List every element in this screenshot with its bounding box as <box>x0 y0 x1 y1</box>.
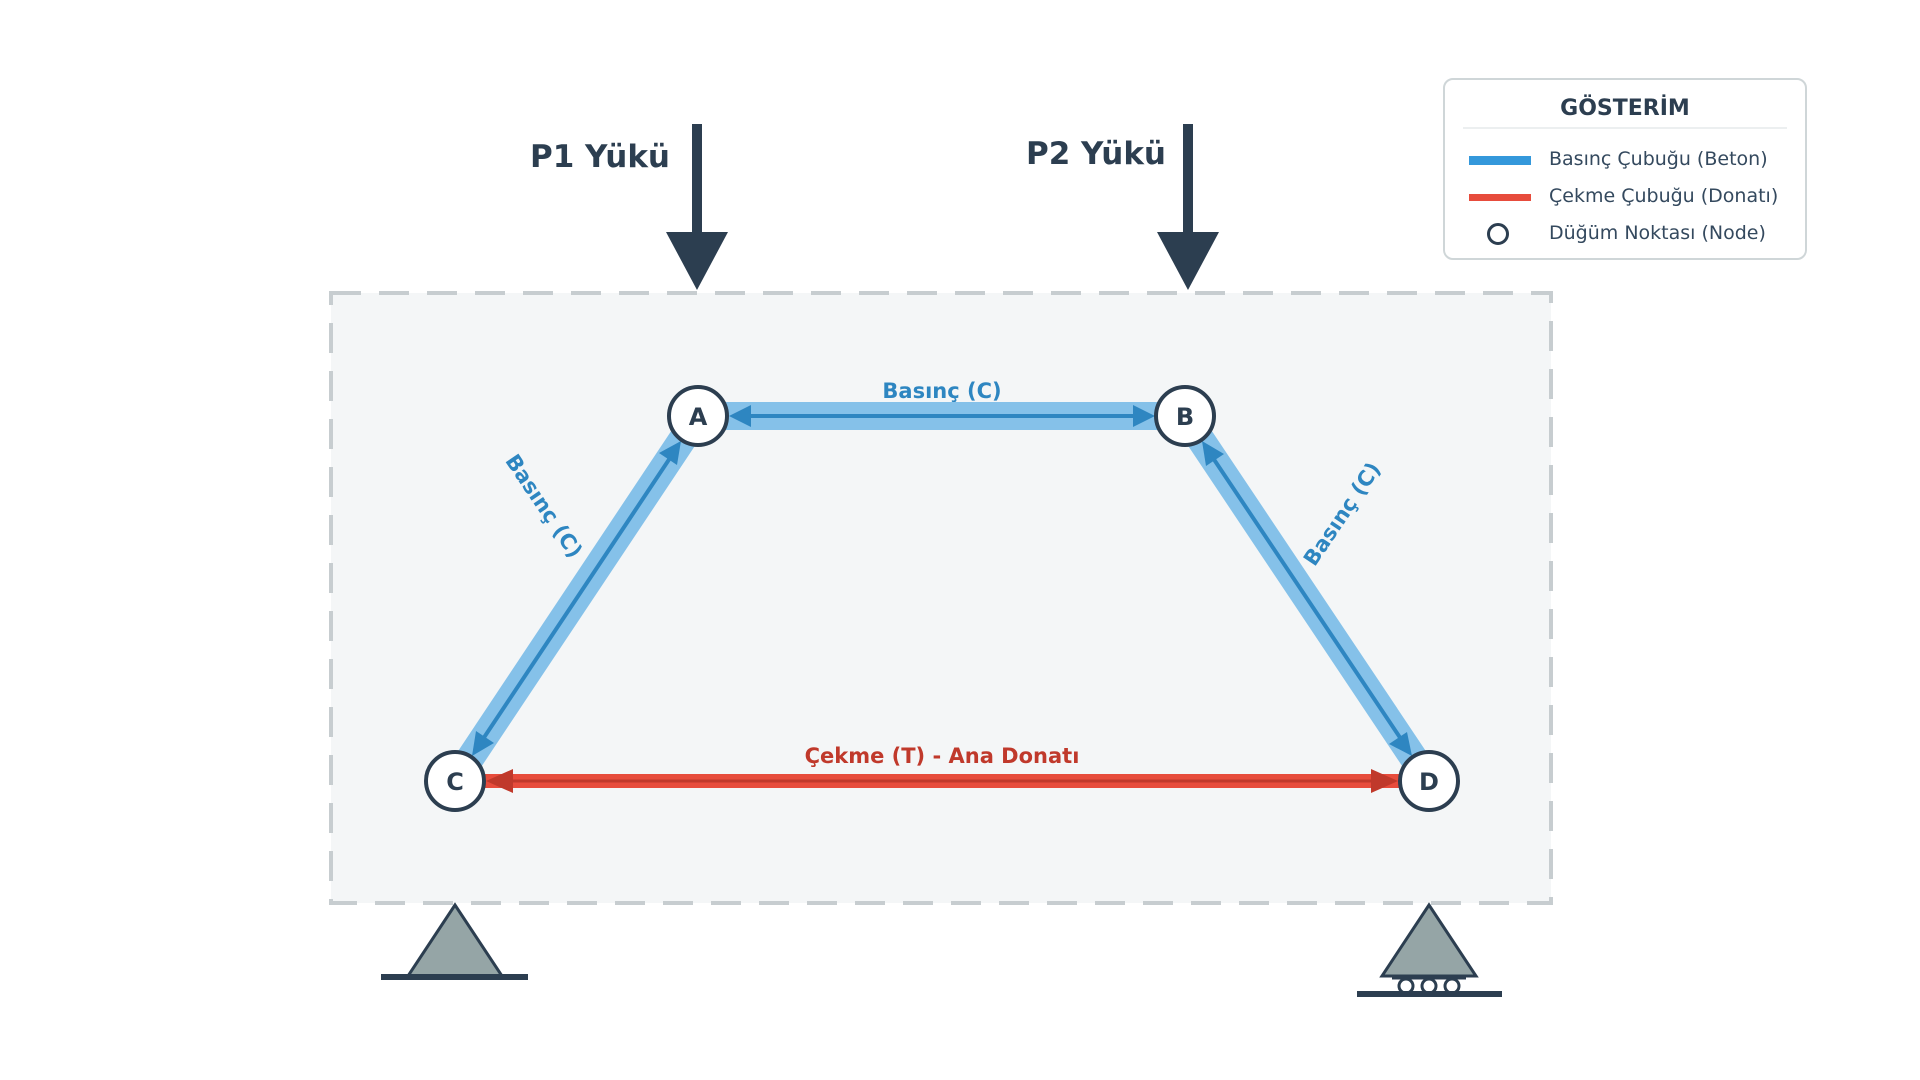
compression-strut-ab <box>698 402 1185 430</box>
load-label-p2: P2 Yükü <box>1026 136 1166 172</box>
node-label-d: D <box>1419 768 1439 796</box>
node-d: D <box>1398 750 1460 812</box>
legend-label-tension: Çekme Çubuğu (Donatı) <box>1549 185 1779 207</box>
node-label-c: C <box>446 768 464 796</box>
legend-label-node: Düğüm Noktası (Node) <box>1549 222 1766 244</box>
tension-tie-cd <box>455 769 1429 793</box>
tension-swatch-icon <box>1469 194 1531 201</box>
node-label-b: B <box>1176 403 1194 431</box>
legend-item-node: Düğüm Noktası (Node) <box>1445 218 1805 248</box>
load-label-p1: P1 Yükü <box>530 139 670 175</box>
pin-support-icon <box>381 902 528 980</box>
node-label-a: A <box>689 403 708 431</box>
load-arrow-p1 <box>666 124 728 290</box>
legend-divider <box>1463 127 1787 129</box>
legend-title: GÖSTERİM <box>1560 96 1690 121</box>
compression-strut-bd <box>1173 408 1441 789</box>
deep-beam-region <box>329 291 1553 905</box>
node-b: B <box>1154 385 1216 447</box>
legend-item-tension: Çekme Çubuğu (Donatı) <box>1445 181 1805 211</box>
roller-support-icon <box>1357 902 1502 997</box>
node-a: A <box>667 385 729 447</box>
legend-panel: GÖSTERİM Basınç Çubuğu (Beton) Çekme Çub… <box>1443 78 1807 260</box>
node-c: C <box>424 750 486 812</box>
load-arrow-p2 <box>1157 124 1219 290</box>
strut-label-ab: Basınç (C) <box>882 379 1001 403</box>
tie-label-cd: Çekme (T) - Ana Donatı <box>805 744 1080 768</box>
legend-label-compression: Basınç Çubuğu (Beton) <box>1549 148 1768 170</box>
compression-swatch-icon <box>1469 156 1531 165</box>
node-circle-icon <box>1487 223 1509 245</box>
compression-strut-ac <box>443 408 710 789</box>
legend-item-compression: Basınç Çubuğu (Beton) <box>1445 144 1805 174</box>
